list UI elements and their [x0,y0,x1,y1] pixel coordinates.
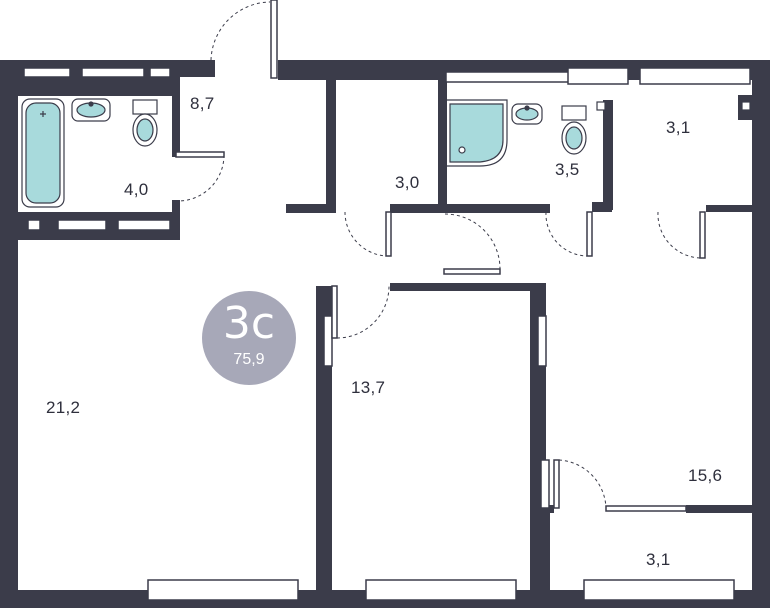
walls [0,60,770,608]
living-room-area-label: 21,2 [46,398,81,417]
storage-area-label: 3,0 [395,173,420,192]
hallway-area-label: 8,7 [190,94,215,113]
doors [175,0,706,512]
shower-icon [449,103,504,163]
toilet-icon [132,99,158,115]
apartment-type: 3с [222,298,276,349]
toilet-icon [561,105,587,121]
shower-room-area-label: 3,5 [555,160,580,179]
bathroom-area-label: 4,0 [124,180,149,199]
bedroom-right-area-label: 15,6 [688,466,723,485]
fixtures [21,98,751,208]
closet-area-label: 3,1 [666,118,691,137]
total-area: 75,9 [233,351,265,368]
apartment-type-badge: 3с 75,9 [202,291,296,385]
balcony-area-label: 3,1 [646,550,671,569]
windows [23,67,751,601]
bedroom-middle-area-label: 13,7 [351,378,386,397]
